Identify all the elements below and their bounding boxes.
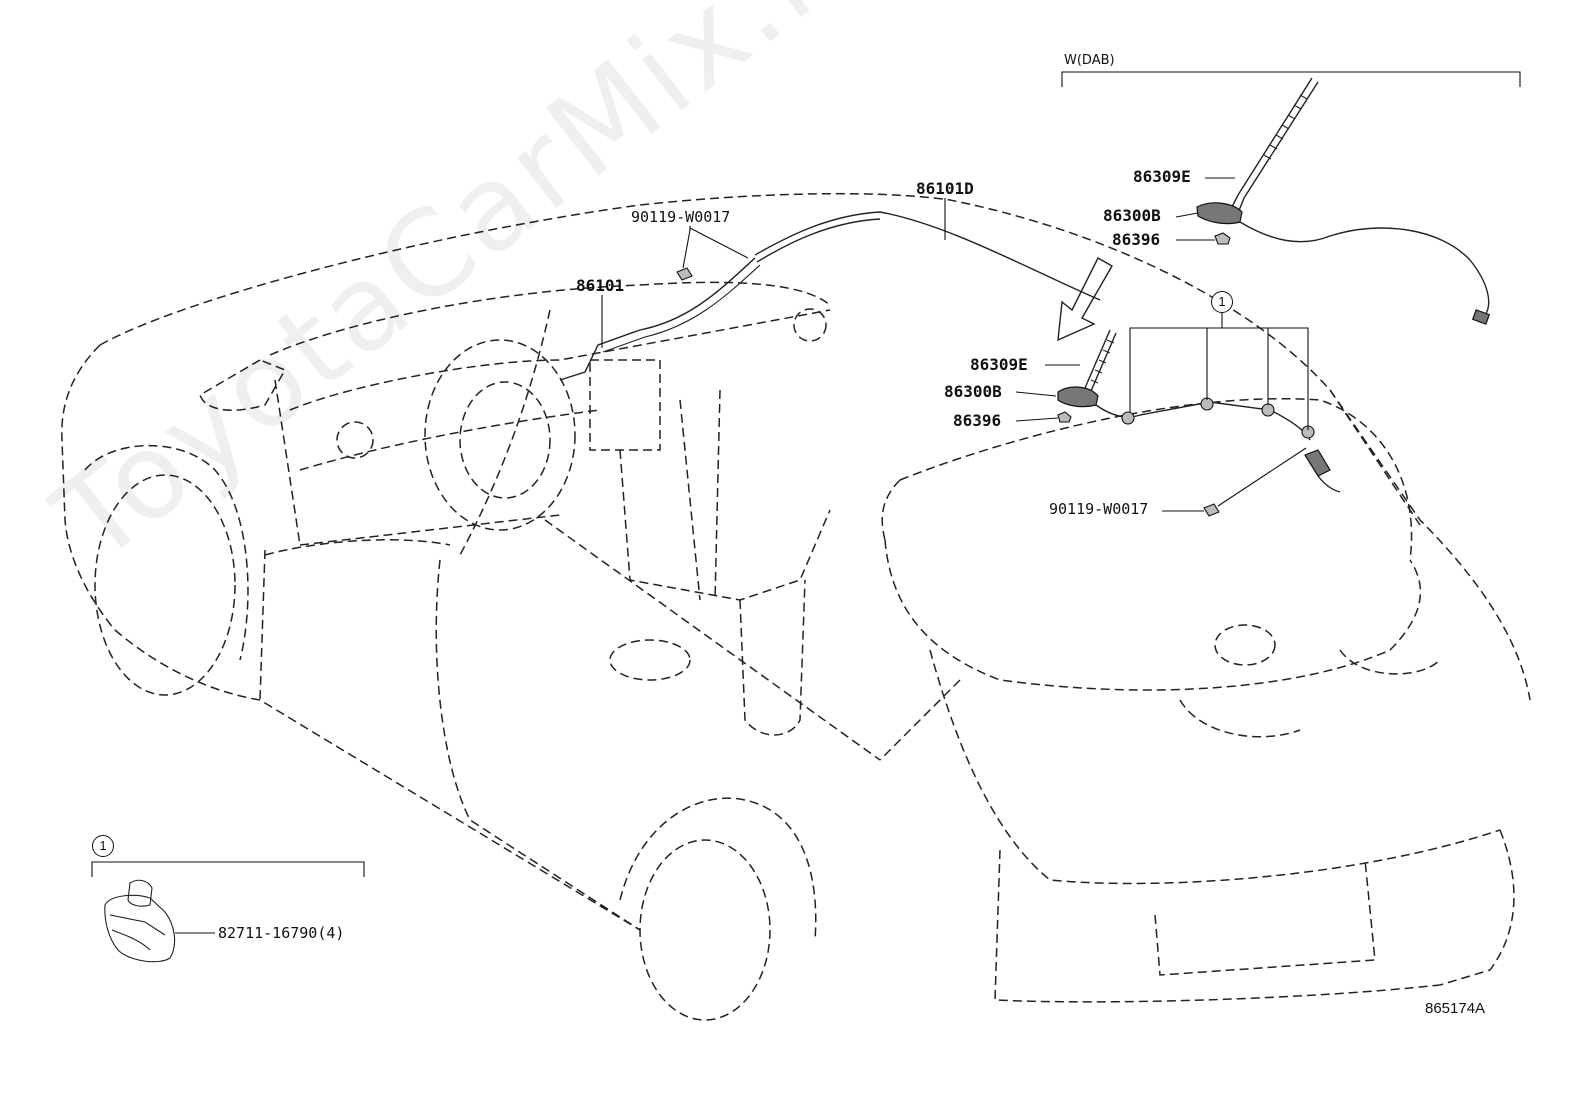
diagram-id: 865174A — [1425, 1000, 1486, 1017]
harness-line — [559, 257, 761, 381]
lower-antenna — [1057, 257, 1341, 493]
part-label-bolt-rear[interactable]: 90119-W0017 — [1049, 500, 1149, 518]
leader-lines — [91, 71, 1521, 934]
bolt-front-icon — [676, 267, 693, 281]
car-outline — [61, 192, 1531, 1021]
callout-1-detail: 1 — [92, 835, 114, 857]
part-label-cord[interactable]: 86101D — [916, 179, 974, 198]
upper-antenna — [1196, 77, 1491, 325]
variant-label: W(DAB) — [1064, 53, 1115, 68]
part-label-bolt-front[interactable]: 90119-W0017 — [631, 208, 731, 226]
part-label-antenna-base-upper[interactable]: 86300B — [1103, 206, 1161, 225]
part-label-harness[interactable]: 86101 — [576, 276, 625, 295]
part-label-antenna-nut-upper[interactable]: 86396 — [1112, 230, 1161, 249]
antenna-cord — [754, 211, 1101, 301]
part-label-antenna-base-lower[interactable]: 86300B — [944, 382, 1002, 401]
clamp-icon — [104, 879, 176, 963]
part-label-clamp[interactable]: 82711-16790(4) — [218, 924, 345, 942]
callout-1-roof: 1 — [1211, 291, 1233, 313]
part-label-antenna-nut-lower[interactable]: 86396 — [953, 411, 1002, 430]
part-label-antenna-rod-upper[interactable]: 86309E — [1133, 167, 1191, 186]
part-label-antenna-rod-lower[interactable]: 86309E — [970, 355, 1028, 374]
bolt-rear-icon — [1203, 503, 1220, 517]
